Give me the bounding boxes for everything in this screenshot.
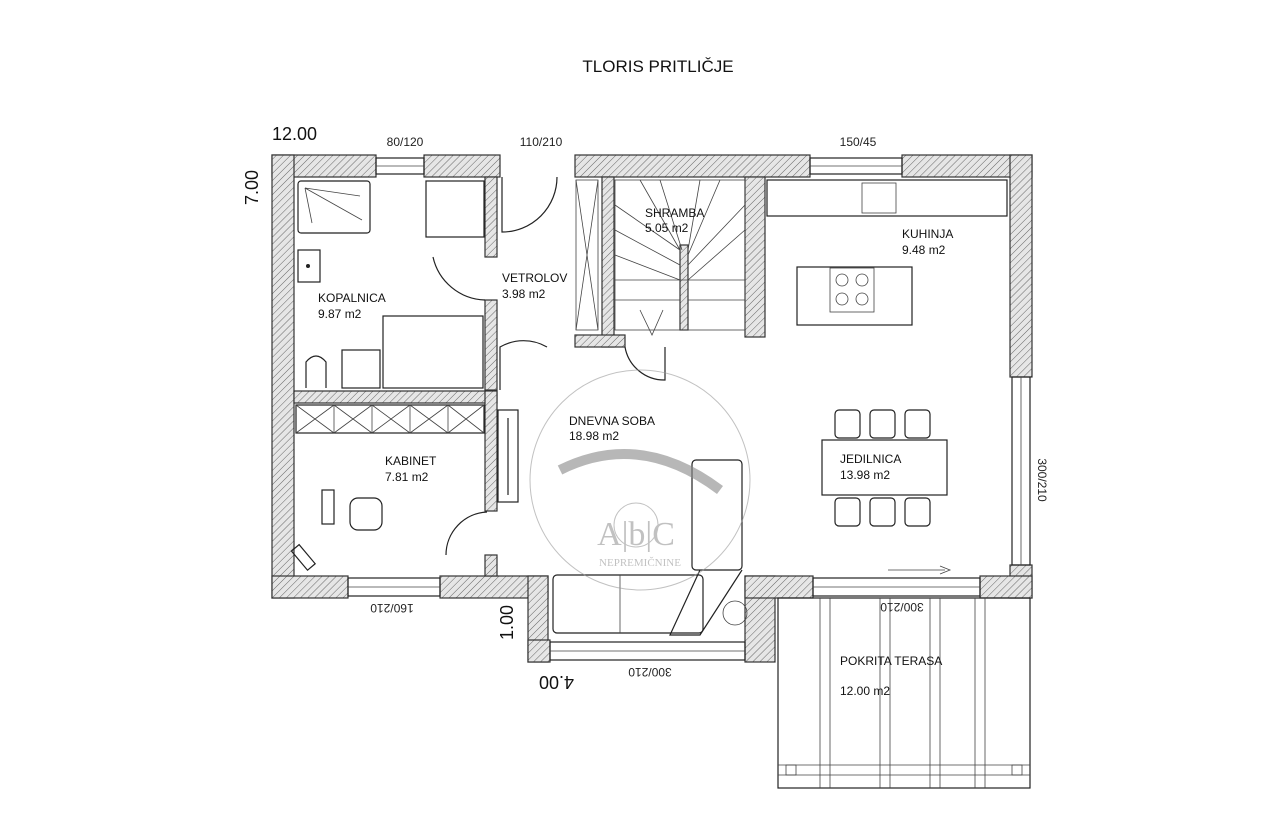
room-area: 3.98 m2 <box>502 287 546 301</box>
room-name: KOPALNICA <box>318 291 386 305</box>
dining-table <box>821 409 952 575</box>
bay-width-dimension: 4.00 <box>539 672 574 692</box>
room-area: 9.87 m2 <box>318 307 362 321</box>
svg-text:NEPREMIČNINE: NEPREMIČNINE <box>599 557 681 569</box>
dimension-labels: 12.00 7.00 1.00 4.00 80/120 110/210 150/… <box>242 124 1049 692</box>
room-area: 12.00 m2 <box>840 684 890 698</box>
room-area: 9.48 m2 <box>902 243 946 257</box>
room-name: DNEVNA SOBA <box>569 414 655 428</box>
svg-text:A|b|C: A|b|C <box>597 516 675 553</box>
office-furniture <box>290 409 519 572</box>
watermark-logo: A|b|C NEPREMIČNINE <box>529 369 751 591</box>
room-area: 5.05 m2 <box>645 221 689 235</box>
svg-text:300/210: 300/210 <box>628 665 672 679</box>
exterior-walls <box>271 154 1033 663</box>
bay-depth-dimension: 1.00 <box>497 605 517 640</box>
room-name: JEDILNICA <box>840 452 901 466</box>
svg-text:160/210: 160/210 <box>370 601 414 615</box>
wardrobe <box>295 404 485 434</box>
room-name: POKRITA TERASA <box>840 654 942 668</box>
doors <box>432 176 666 556</box>
room-labels: KOPALNICA 9.87 m2 VETROLOV 3.98 m2 SHRAM… <box>318 206 953 698</box>
sofa <box>552 459 748 636</box>
room-name: KUHINJA <box>902 227 953 241</box>
plan-title: TLORIS PRITLIČJE <box>582 57 733 76</box>
width-dimension: 12.00 <box>272 124 317 144</box>
staircase <box>614 179 746 336</box>
windows <box>347 157 1031 661</box>
height-dimension: 7.00 <box>242 170 262 205</box>
room-name: KABINET <box>385 454 437 468</box>
room-name: SHRAMBA <box>645 206 704 220</box>
interior-walls <box>293 176 766 577</box>
room-area: 13.98 m2 <box>840 468 890 482</box>
bathroom-fixtures <box>297 180 485 389</box>
svg-text:300/210: 300/210 <box>880 600 924 614</box>
svg-text:110/210: 110/210 <box>520 135 563 149</box>
room-name: VETROLOV <box>502 271 567 285</box>
room-area: 7.81 m2 <box>385 470 429 484</box>
svg-text:150/45: 150/45 <box>840 135 877 149</box>
svg-text:80/120: 80/120 <box>387 135 424 149</box>
kitchen-counter <box>766 179 1008 326</box>
svg-text:300/210: 300/210 <box>1035 458 1049 502</box>
terrace <box>777 597 1031 789</box>
room-area: 18.98 m2 <box>569 429 619 443</box>
